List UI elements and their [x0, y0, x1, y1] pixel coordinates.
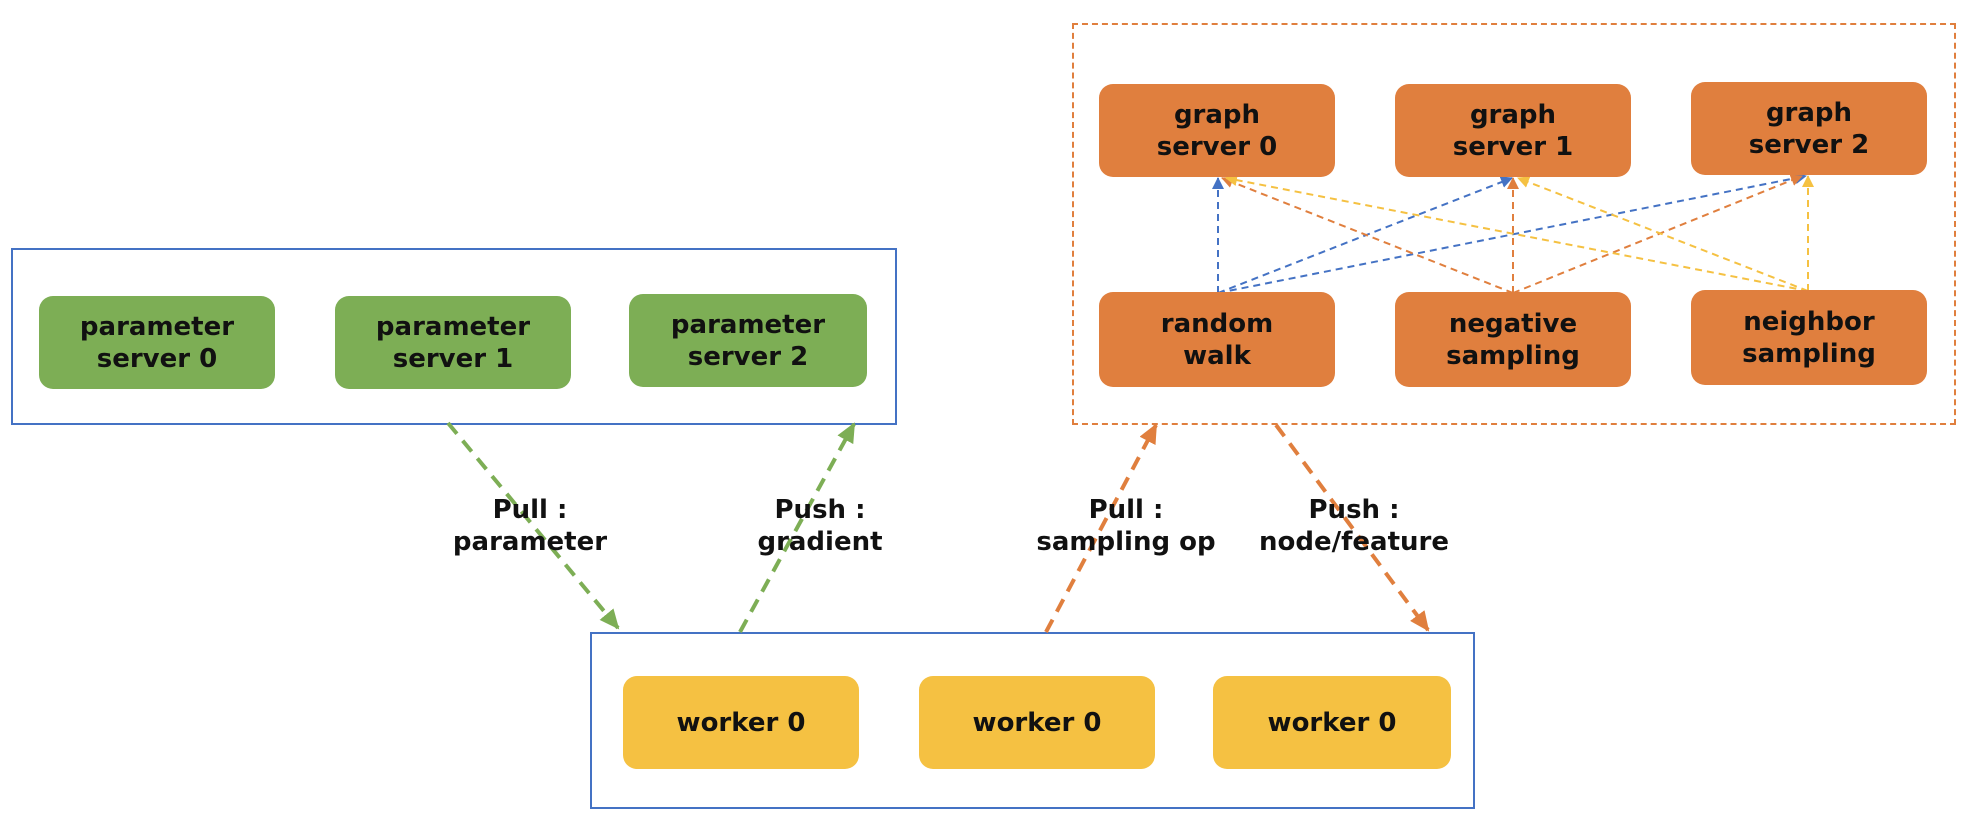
push-node-feature-arrow — [1274, 423, 1430, 632]
negative-sampling-node: negative sampling — [1395, 292, 1631, 387]
graph-server-1: graph server 1 — [1395, 84, 1631, 177]
parameter-server-2: parameter server 2 — [629, 294, 867, 387]
worker-node-2: worker 0 — [919, 676, 1155, 769]
push-gradient-label: Push : gradient — [757, 495, 883, 557]
graph-server-2: graph server 2 — [1691, 82, 1927, 175]
pull-parameter-label: Pull : parameter — [452, 495, 608, 557]
parameter-server-1: parameter server 1 — [335, 296, 571, 389]
push-gradient-arrow — [738, 422, 856, 633]
push-node-feature-label: Push : node/feature — [1259, 495, 1449, 557]
negative-sampling-to-graph-2-arrow — [1512, 174, 1803, 294]
worker-node-3: worker 0 — [1213, 676, 1451, 769]
graph-server-0: graph server 0 — [1099, 84, 1335, 177]
neighbor-sampling-to-graph-0-arrow — [1225, 174, 1809, 292]
random-walk-to-graph-2-arrow — [1217, 172, 1807, 294]
random-walk-node: random walk — [1099, 292, 1335, 387]
pull-sampling-arrow — [1044, 423, 1158, 633]
parameter-server-0: parameter server 0 — [39, 296, 275, 389]
neighbor-sampling-node: neighbor sampling — [1691, 290, 1927, 385]
graph-server-group — [1072, 23, 1956, 425]
parameter-server-group — [11, 248, 897, 425]
worker-node-1: worker 0 — [623, 676, 859, 769]
worker-group — [590, 632, 1475, 809]
pull-sampling-label: Pull : sampling op — [1036, 495, 1216, 557]
neighbor-sampling-to-graph-1-arrow — [1517, 176, 1809, 292]
negative-sampling-to-graph-0-arrow — [1221, 176, 1514, 294]
